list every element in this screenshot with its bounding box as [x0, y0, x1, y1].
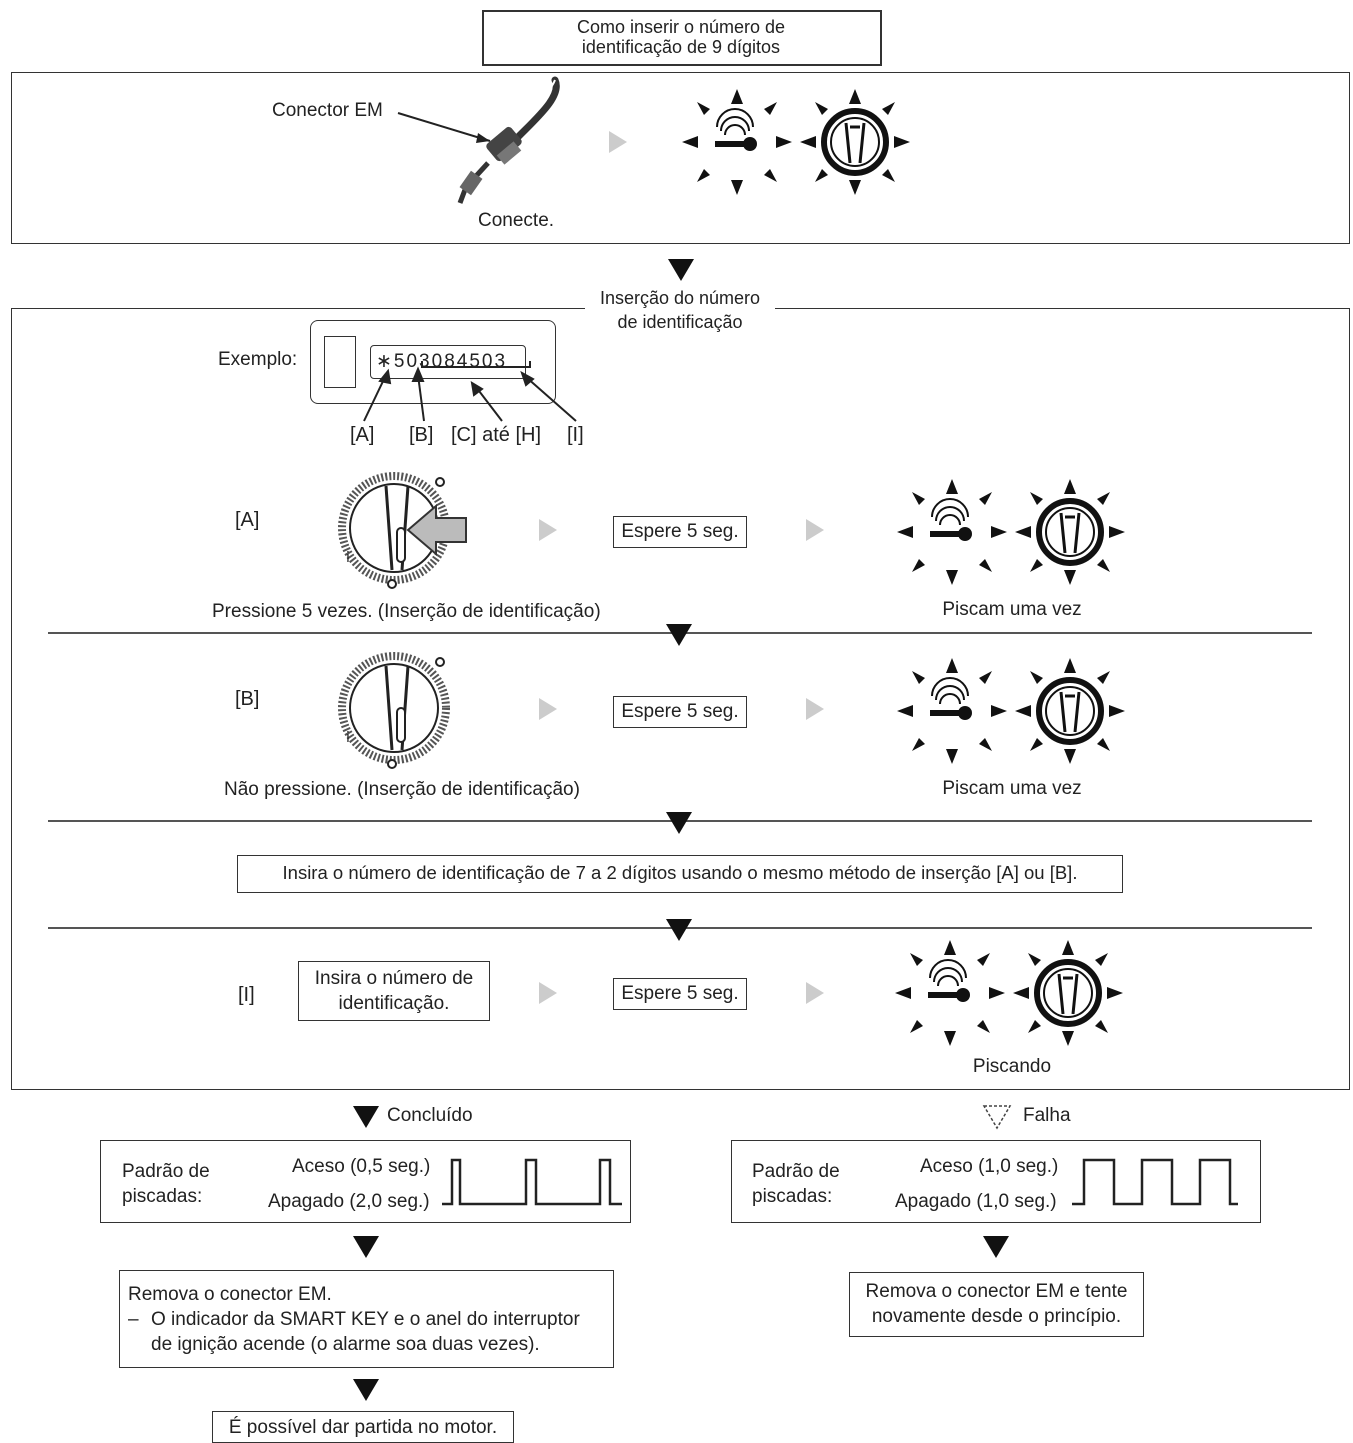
step-i-wait-text: Espere 5 seg. — [621, 983, 739, 1004]
flow-arrow-down — [666, 812, 692, 834]
flow-arrow — [539, 519, 557, 541]
ignition-ring-icon — [1015, 479, 1125, 585]
example-pointers — [363, 361, 577, 422]
success-label: Concluído — [387, 1105, 473, 1126]
flow-arrow-down — [353, 1379, 379, 1401]
example-label: Exemplo: — [218, 349, 298, 370]
step-a-label: [A] — [235, 509, 260, 531]
step-b-action: Não pressione. (Inserção de identificaçã… — [224, 779, 580, 800]
example-card — [310, 320, 556, 404]
success-remove-line3: de ignição acende (o alarme soa duas vez… — [151, 1334, 540, 1355]
flow-arrow — [539, 982, 557, 1004]
step-i-insert-line1: Insira o número de — [314, 968, 474, 989]
success-remove-line1: Remova o conector EM. — [128, 1284, 332, 1305]
failure-off: Apagado (1,0 seg.) — [895, 1191, 1057, 1212]
failure-label: Falha — [1023, 1105, 1071, 1126]
marker-c-h: [C] até [H] — [451, 424, 542, 446]
flow-arrow-down — [353, 1106, 379, 1128]
step-i-insert-box — [298, 961, 490, 1021]
press-arrow-icon — [406, 503, 467, 557]
ignition-ring-icon — [800, 89, 910, 195]
success-final: É possível dar partida no motor. — [228, 1417, 498, 1438]
flow-arrow — [609, 131, 627, 153]
step-i-result: Piscando — [972, 1056, 1052, 1077]
title-box — [482, 10, 882, 66]
flow-arrow-down — [668, 259, 694, 281]
step-b-wait-text: Espere 5 seg. — [621, 701, 739, 722]
svg-text:i: i — [346, 730, 350, 746]
success-on: Aceso (0,5 seg.) — [292, 1156, 431, 1177]
insertion-header-line1: Inserção do número — [599, 288, 761, 308]
failure-waveform — [1072, 1158, 1238, 1206]
failure-remove-box — [849, 1272, 1144, 1337]
failure-pattern-line1: Padrão de — [752, 1161, 840, 1182]
svg-text:i: i — [346, 550, 350, 566]
marker-a: [A] — [350, 424, 375, 446]
connect-label: Conecte. — [478, 210, 555, 231]
flow-arrow — [806, 982, 824, 1004]
failure-remove-line1: Remova o conector EM e tente — [865, 1281, 1128, 1302]
failure-remove-line2: novamente desde o princípio. — [871, 1306, 1122, 1327]
marker-i: [I] — [567, 424, 584, 446]
smart-key-indicator-icon — [897, 658, 1007, 764]
example-slot — [324, 336, 356, 388]
step-i-insert-line2: identificação. — [338, 993, 450, 1014]
step-i-wait — [613, 978, 747, 1010]
step-a-wait — [613, 516, 747, 548]
failure-on: Aceso (1,0 seg.) — [920, 1156, 1059, 1177]
connect-panel — [11, 72, 1350, 244]
flow-arrow — [539, 698, 557, 720]
step-b-wait — [613, 696, 747, 728]
flow-arrow-down — [666, 624, 692, 646]
step-a-action: Pressione 5 vezes. (Inserção de identifi… — [212, 601, 601, 622]
marker-b: [B] — [409, 424, 434, 446]
flow-arrow-down — [666, 919, 692, 941]
failure-arrow-icon — [982, 1105, 1012, 1130]
header-mask — [585, 284, 775, 334]
insertion-header-line2: de identificação — [617, 312, 743, 332]
failure-pattern-line2: piscadas: — [752, 1186, 833, 1207]
success-pattern-line2: piscadas: — [122, 1186, 203, 1207]
knob-icon: i — [338, 472, 450, 589]
flow-arrow-down — [983, 1236, 1009, 1258]
success-pattern-line1: Padrão de — [122, 1161, 210, 1182]
success-remove-line2: O indicador da SMART KEY e o anel do int… — [151, 1309, 580, 1330]
repeat-note-box — [237, 855, 1123, 893]
ignition-ring-icon — [1013, 940, 1123, 1046]
success-waveform — [442, 1158, 622, 1206]
success-final-box — [212, 1411, 514, 1443]
success-pattern-box — [100, 1140, 631, 1223]
smart-key-indicator-icon — [895, 940, 1005, 1046]
step-i-label: [I] — [238, 984, 255, 1006]
ignition-ring-icon — [1015, 658, 1125, 764]
flow-arrow — [806, 519, 824, 541]
success-off: Apagado (2,0 seg.) — [268, 1191, 430, 1212]
em-connector-icon — [397, 76, 560, 204]
step-a-result: Piscam uma vez — [942, 599, 1082, 620]
step-a-wait-text: Espere 5 seg. — [621, 521, 739, 542]
knob-icon: i — [338, 652, 450, 769]
repeat-note: Insira o número de identificação de 7 a … — [282, 862, 1078, 883]
connector-label: Conector EM — [272, 100, 383, 121]
step-b-label: [B] — [235, 688, 260, 710]
example-code-frame — [370, 345, 526, 379]
title-line1: Como inserir o número de — [576, 17, 786, 37]
success-remove-box — [119, 1270, 614, 1368]
title-line2: identificação de 9 dígitos — [581, 37, 781, 57]
flow-arrow-down — [353, 1236, 379, 1258]
success-remove-dash: – — [128, 1309, 139, 1330]
smart-key-indicator-icon — [682, 89, 792, 195]
step-b-result: Piscam uma vez — [942, 778, 1082, 799]
flow-arrow — [806, 698, 824, 720]
smart-key-indicator-icon — [897, 479, 1007, 585]
